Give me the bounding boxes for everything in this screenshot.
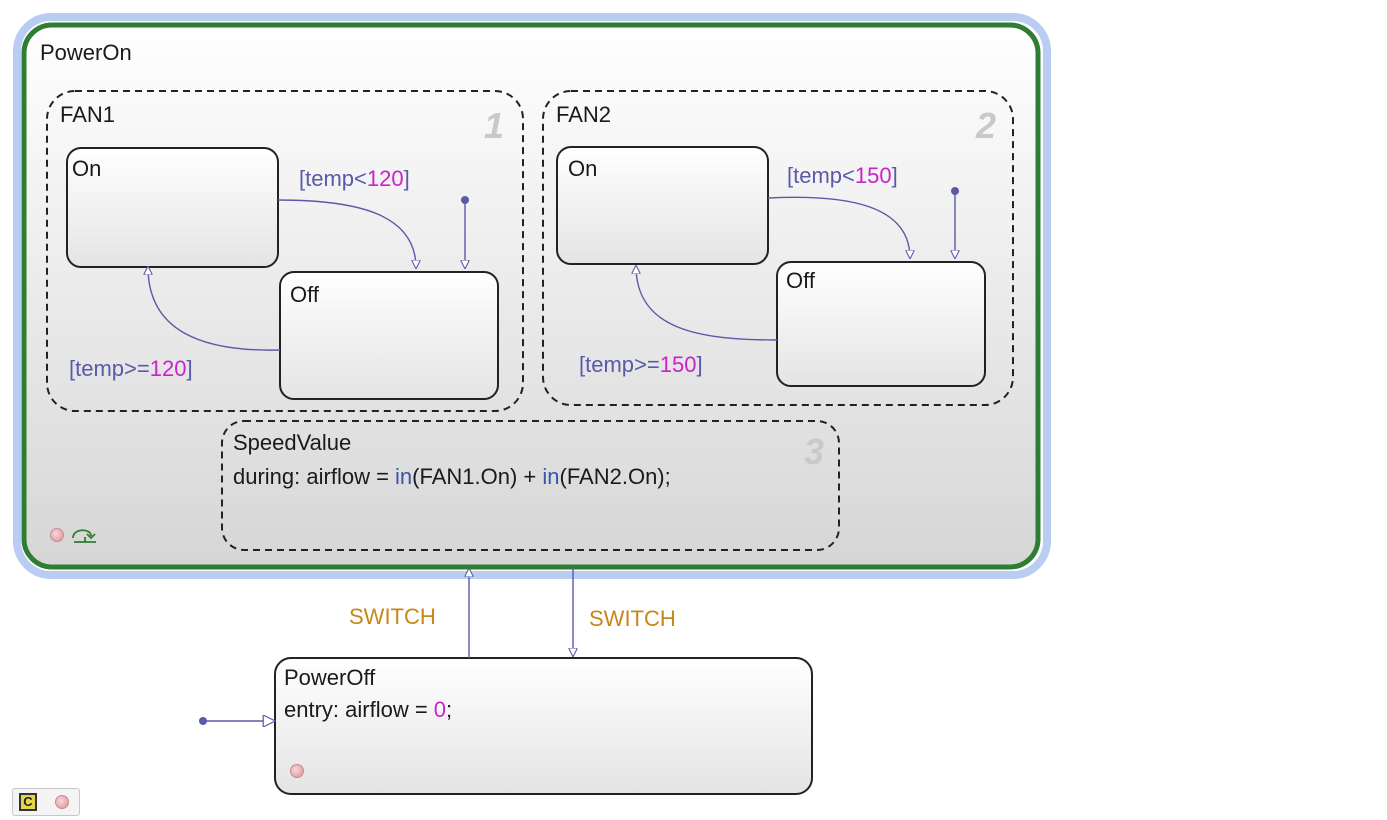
condition-value: 150 [659, 352, 697, 377]
action-suffix: ; [446, 697, 453, 722]
fan2-execution-order: 2 [976, 105, 997, 146]
power-on-breakpoint-dot[interactable] [50, 528, 64, 542]
action-fn2: in [542, 464, 560, 489]
speed-value-during-action: during: airflow = in(FAN1.On) + in(FAN2.… [233, 466, 671, 488]
chart-breakpoint-toolbar[interactable]: C [12, 788, 80, 816]
condition-open: [temp>= [69, 356, 150, 381]
fan2-off-state-name: Off [786, 268, 815, 293]
condition-value: 120 [149, 356, 187, 381]
fan2-off-to-on-transition[interactable] [636, 266, 778, 341]
speed-value-state-name: SpeedValue [233, 430, 352, 455]
c-chart-icon[interactable]: C [19, 793, 37, 811]
power-off-entry-action: entry: airflow = 0; [284, 699, 452, 721]
condition-close: ] [696, 352, 703, 377]
power-off-state-name: PowerOff [284, 665, 376, 690]
action-value: 0 [433, 697, 447, 722]
fan1-state[interactable] [46, 90, 524, 412]
action-prefix: during: airflow = [233, 464, 396, 489]
speed-value-execution-order: 3 [804, 431, 825, 472]
action-arg2: (FAN2.On); [559, 464, 671, 489]
power-on-state-glow [13, 13, 1051, 579]
fan2-on-state[interactable] [556, 146, 769, 265]
condition-close: ] [403, 166, 410, 191]
action-arg1: (FAN1.On) + [412, 464, 543, 489]
condition-open: [temp< [299, 166, 367, 191]
fan1-off-state-name: Off [290, 282, 319, 307]
power-on-state-name: PowerOn [40, 40, 132, 65]
condition-open: [temp< [787, 163, 855, 188]
fan1-off-to-on-transition[interactable] [148, 267, 281, 351]
chart-breakpoint-dot[interactable] [55, 795, 69, 809]
fan2-on-state-name: On [568, 156, 598, 181]
condition-close: ] [186, 356, 193, 381]
fan2-off-to-on-condition[interactable]: [temp>=150] [579, 354, 703, 376]
fan2-off-state[interactable] [776, 261, 986, 387]
fan1-on-to-off-condition[interactable]: [temp<120] [299, 168, 410, 190]
switch-event-to-power-off[interactable]: SWITCH [589, 606, 676, 631]
condition-open: [temp>= [579, 352, 660, 377]
self-loop-transition-icon [72, 529, 96, 543]
switch-event-to-power-on[interactable]: SWITCH [349, 604, 436, 629]
condition-close: ] [891, 163, 898, 188]
fan1-on-state-name: On [72, 156, 102, 181]
action-fn1: in [395, 464, 413, 489]
fan2-on-to-off-transition[interactable] [767, 196, 910, 258]
fan1-off-state[interactable] [279, 271, 499, 400]
condition-value: 120 [366, 166, 404, 191]
fan1-state-name: FAN1 [60, 102, 116, 127]
fan1-off-to-on-condition[interactable]: [temp>=120] [69, 358, 193, 380]
fan1-execution-order: 1 [484, 105, 505, 146]
fan1-on-to-off-transition[interactable] [277, 199, 416, 268]
action-prefix: entry: airflow = [284, 697, 434, 722]
fan2-state[interactable] [542, 90, 1014, 406]
fan2-state-name: FAN2 [556, 102, 612, 127]
fan1-on-state[interactable] [66, 147, 279, 268]
condition-value: 150 [854, 163, 892, 188]
speed-value-state[interactable] [221, 420, 840, 551]
power-off-breakpoint-dot[interactable] [290, 764, 304, 778]
fan2-on-to-off-condition[interactable]: [temp<150] [787, 165, 898, 187]
